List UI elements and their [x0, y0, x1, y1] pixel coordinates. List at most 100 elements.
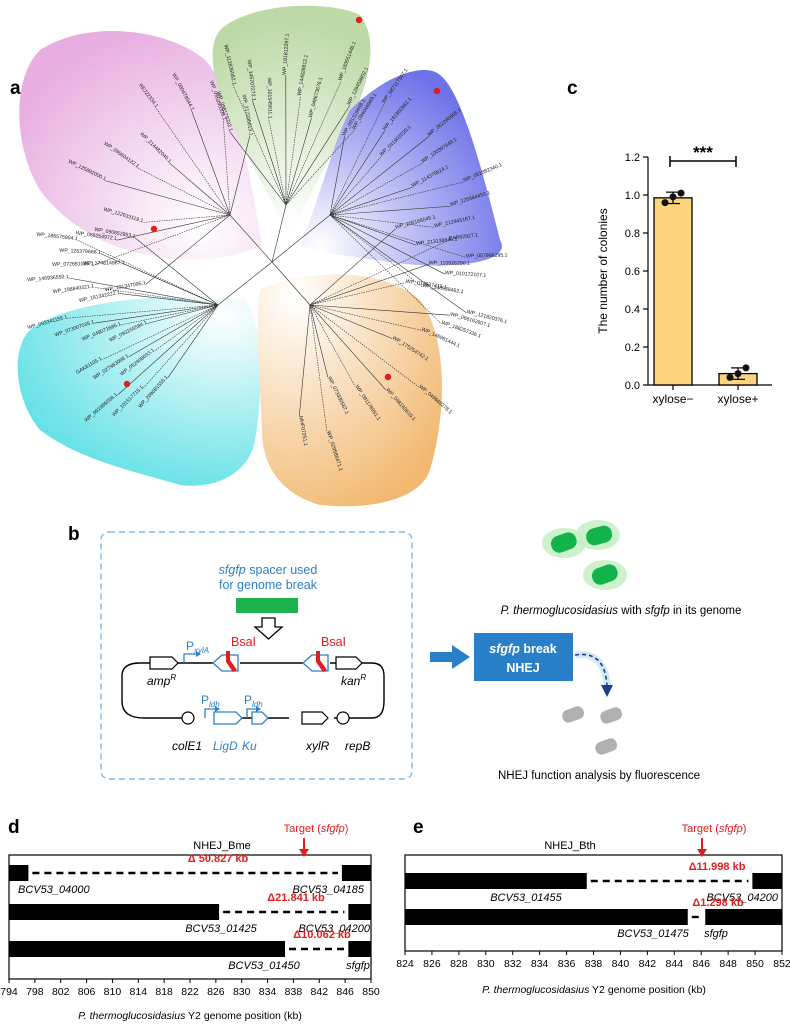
sfgfp-break-nhej-box — [474, 633, 573, 681]
tree-branch — [94, 304, 219, 324]
tree-branch — [67, 304, 219, 319]
tree-branch — [147, 304, 219, 324]
retained-segment-left — [405, 909, 688, 925]
tree-branch — [124, 263, 219, 306]
tree-branch — [309, 304, 387, 391]
left-gene-label: BCV53_01450 — [228, 960, 300, 972]
y-tick-label: 1.2 — [625, 152, 640, 164]
tree-branch — [309, 304, 393, 339]
left-gene-label: BCV53_04000 — [18, 884, 90, 896]
tree-branch — [252, 100, 287, 206]
retained-segment-right — [752, 873, 782, 889]
cole1-origin — [181, 711, 195, 725]
x-tick-label: 810 — [104, 986, 122, 998]
tree-branch — [309, 239, 450, 306]
tree-branch — [68, 277, 219, 306]
x-tick-label: 834 — [259, 986, 277, 998]
xylr-label: xylR — [305, 739, 330, 753]
panel-d-label: d — [8, 817, 20, 838]
data-point — [669, 193, 677, 201]
significance-stars: *** — [693, 143, 713, 162]
retained-segment-left — [405, 873, 587, 889]
pldh1-promoter-icon — [204, 708, 217, 718]
deletion-size-label: Δ10.062 kb — [293, 929, 351, 941]
repb-label: repB — [345, 739, 370, 753]
nhej-box-line2: NHEJ — [506, 661, 539, 675]
pxyla-promoter-icon — [183, 653, 198, 663]
x-tick-label: 838 — [585, 958, 603, 970]
highlight-dot — [433, 87, 441, 95]
ligd-label: LigD — [213, 739, 238, 753]
ampr-gene-arrow — [149, 656, 179, 670]
tree-branch — [309, 304, 329, 378]
x-tick-label: 824 — [396, 958, 414, 970]
tree-branch — [134, 237, 219, 306]
colony-bar-chart: The number of colonies 0.00.20.40.60.81.… — [596, 143, 772, 406]
x-tick-label: 852 — [773, 958, 790, 970]
tree-branch — [309, 304, 450, 316]
tree-branch — [191, 110, 231, 216]
highlight-dot — [355, 16, 363, 24]
retained-segment-left — [9, 941, 286, 957]
retained-segment-right — [341, 865, 371, 881]
y-tick-label: 0.2 — [625, 342, 640, 354]
ku-label: Ku — [242, 739, 257, 753]
deletion-size-label: Δ21.841 kb — [267, 892, 325, 904]
tree-branch — [329, 136, 345, 216]
x-tick-label: 818 — [155, 986, 173, 998]
bsai-left-cut-icon — [226, 651, 237, 672]
panel-d-target-arrowhead — [299, 849, 309, 857]
x-tick-label: xylose+ — [717, 392, 758, 406]
grey-cells-icon — [562, 706, 623, 755]
x-tick-label: 850 — [746, 958, 764, 970]
x-tick-label: 832 — [504, 958, 522, 970]
tree-leaf-label: WP_126379668.1 — [59, 248, 101, 256]
x-tick-label: 850 — [362, 986, 380, 998]
x-tick-label: 826 — [207, 986, 225, 998]
green-cells-icon — [542, 520, 627, 590]
right-gene-label: BCV53_04200 — [298, 923, 370, 935]
x-tick-label: 830 — [233, 986, 251, 998]
tree-branch — [128, 304, 219, 357]
tree-branch — [154, 304, 219, 352]
tree-branch — [309, 304, 419, 388]
right-gene-label: sfgfp — [346, 960, 370, 972]
tree-branch — [142, 214, 231, 223]
tree-branch — [77, 239, 219, 306]
x-tick-label: 802 — [52, 986, 70, 998]
spacer-green-bar — [236, 598, 298, 613]
bsai-right-cut-icon — [316, 651, 327, 672]
left-gene-label: BCV53_01425 — [185, 923, 257, 935]
y-tick-label: 1.0 — [625, 190, 640, 202]
x-tick-label: 806 — [78, 986, 96, 998]
left-gene-label: BCV53_01475 — [617, 928, 689, 940]
x-tick-label: 840 — [612, 958, 630, 970]
tree-leaf-label: EAR62927.1 — [449, 232, 479, 242]
green-cells-caption: P. thermoglucosidasius with sfgfp in its… — [501, 605, 742, 617]
bar — [653, 197, 693, 386]
tree-branch — [309, 282, 406, 306]
tree-branch — [121, 304, 219, 326]
y-tick-label: 0.6 — [625, 266, 640, 278]
bsai-right-label: BsaI — [321, 635, 346, 649]
x-tick-label: 838 — [285, 986, 303, 998]
x-tick-label: 814 — [130, 986, 148, 998]
tree-branch — [271, 204, 287, 263]
tree-leaf-label: WP_186575904.1 — [36, 232, 78, 243]
tree-branch — [285, 129, 355, 206]
tree-leaf-label: WP_145707272.1 — [246, 59, 257, 101]
tree-branch — [285, 117, 312, 206]
clade-pink-area — [19, 31, 262, 260]
tree-branch — [329, 186, 413, 216]
tree-branch — [271, 261, 311, 306]
highlight-dot — [123, 380, 131, 388]
ampr-label: ampR — [147, 673, 176, 688]
x-tick-label: 848 — [719, 958, 737, 970]
tree-branch — [217, 261, 273, 306]
panel-d-target: Target (sfgfp) — [284, 823, 349, 835]
ligd-gene-arrow — [213, 711, 243, 725]
x-tick-label: 826 — [423, 958, 441, 970]
highlight-dot — [150, 225, 158, 233]
x-tick-label: 842 — [311, 986, 329, 998]
x-tick-label: 846 — [692, 958, 710, 970]
